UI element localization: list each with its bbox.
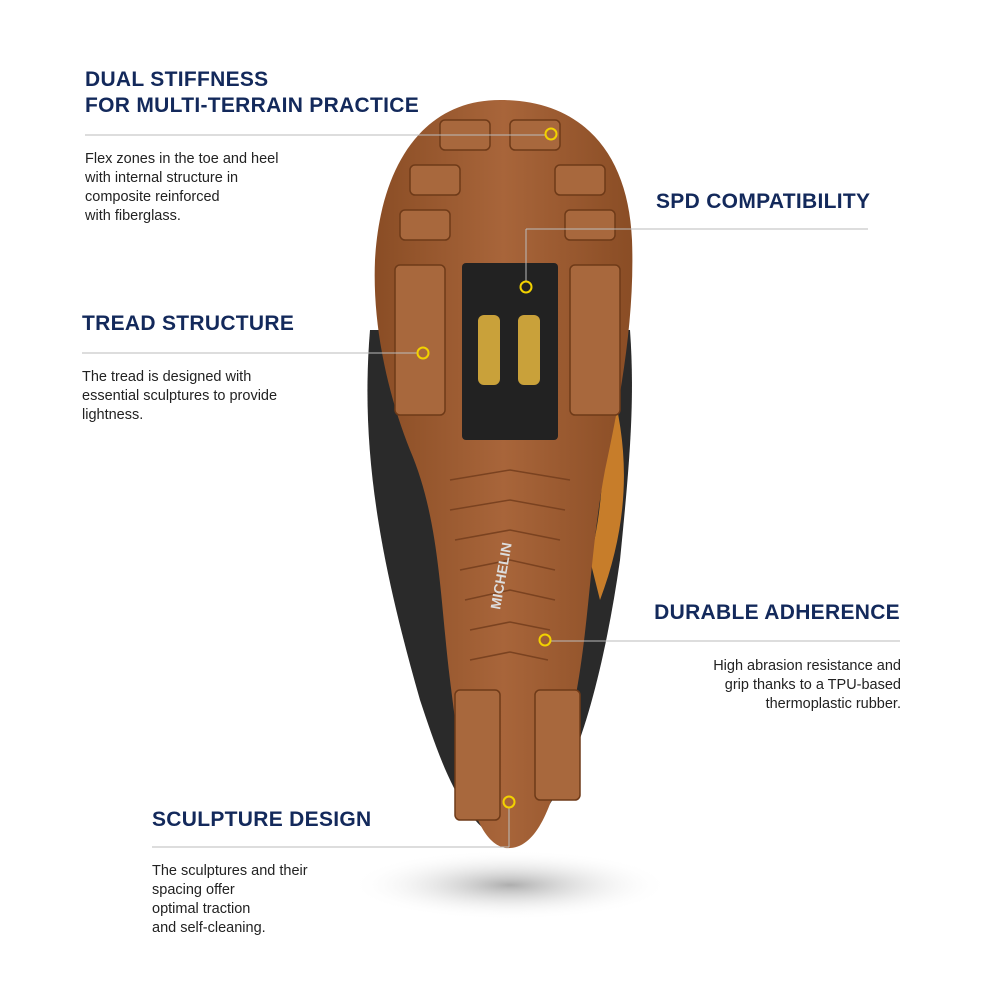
feature-title-spd: SPD COMPATIBILITY bbox=[656, 190, 871, 213]
marker-tread bbox=[416, 346, 430, 360]
marker-dual-stiffness bbox=[544, 127, 558, 141]
cleat-plate bbox=[462, 263, 558, 440]
leader-lines bbox=[82, 134, 900, 848]
feature-title-tread: TREAD STRUCTURE bbox=[82, 312, 295, 335]
marker-spd bbox=[519, 280, 533, 294]
chevron-lines bbox=[449, 469, 571, 661]
marker-sculpture bbox=[502, 795, 516, 809]
tread-lugs bbox=[394, 119, 621, 821]
feature-title-sculpture: SCULPTURE DESIGN bbox=[152, 808, 372, 831]
shoe-side-accent bbox=[590, 380, 624, 600]
cleat-bolts bbox=[478, 315, 540, 385]
feature-title-adherence: DURABLE ADHERENCE bbox=[654, 601, 900, 624]
marker-adherence bbox=[538, 633, 552, 647]
floor-shadow bbox=[350, 850, 670, 920]
